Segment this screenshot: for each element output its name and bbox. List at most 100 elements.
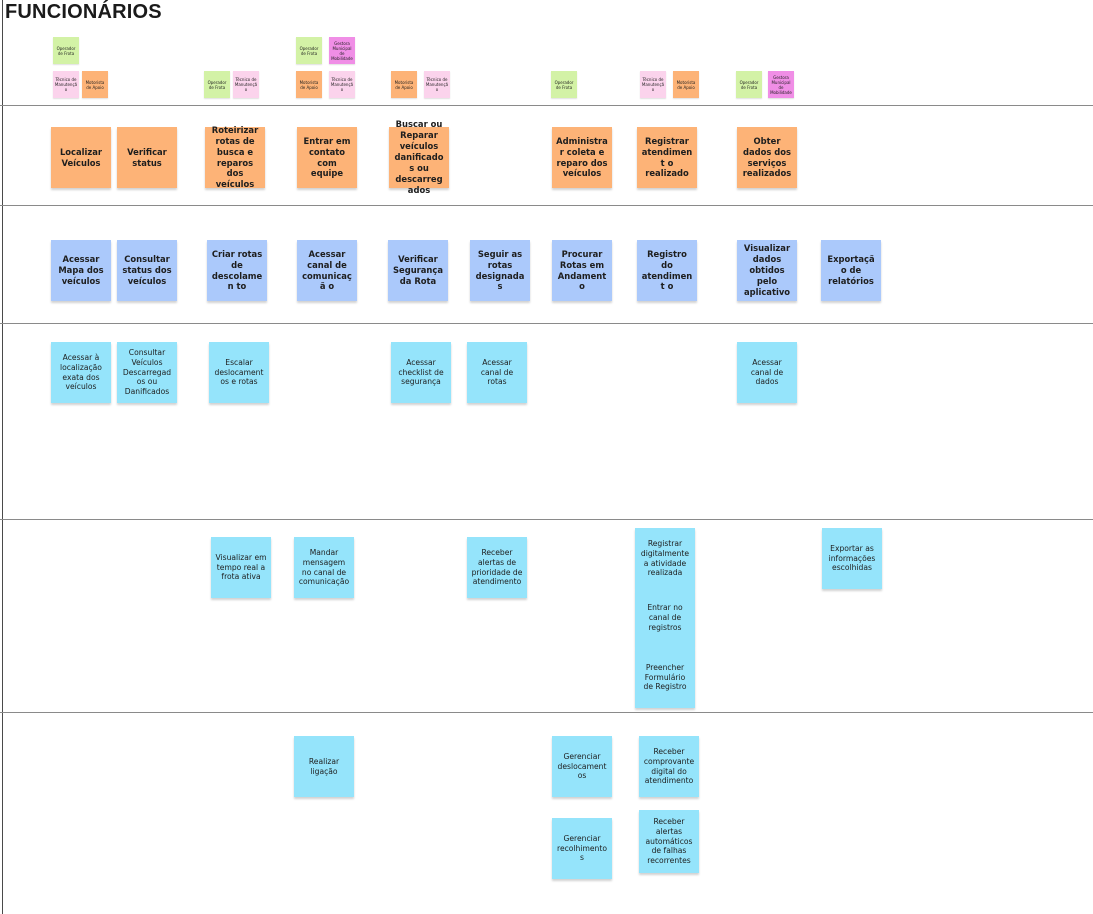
persona-tag-label: Operador de Frota [207,79,227,90]
persona-tag-label: Gestora Municipal de Mobilidade [331,40,353,61]
activity-sticky-note[interactable]: Verificar status [117,127,177,188]
activity-sticky-note[interactable]: Localizar Veículos [51,127,111,188]
story-sticky-note-label: Acessar canal de dados [750,357,784,387]
row-divider [0,712,1093,713]
activity-sticky-note-label: Obter dados dos serviços realizados [742,135,792,179]
story-sticky-note-label: Registrar digitalmente a atividade reali… [640,538,690,578]
story-sticky-note-label: Entrar no canal de registros [647,603,683,632]
activity-sticky-note-label: Verificar status [127,146,167,168]
story-sticky-note-label: Receber alertas automáticos de falhas re… [645,816,693,866]
task-sticky-note[interactable]: Seguir as rotas designadas [470,240,530,301]
task-sticky-note[interactable]: Exportação de relatórios [821,240,881,301]
story-sticky-note[interactable]: Gerenciar deslocament os [552,736,612,797]
story-sticky-note[interactable]: Acessar canal de rotas [467,342,527,403]
task-sticky-note[interactable]: Consultar status dos veículos [117,240,177,301]
task-sticky-note[interactable]: Registro do atendiment o [637,240,697,301]
persona-tag[interactable]: Técnico de Manutenção [53,71,79,98]
story-sticky-note[interactable]: Gerenciar recolhimento s [552,818,612,879]
story-sticky-note[interactable]: Realizar ligação [294,736,354,797]
task-sticky-note-label: Visualizar dados obtidos pelo aplicativo [743,243,791,297]
task-sticky-note[interactable]: Visualizar dados obtidos pelo aplicativo [737,240,797,301]
story-sticky-note[interactable]: Registrar digitalmente a atividade reali… [635,528,695,589]
story-sticky-note[interactable]: Escalar deslocament os e rotas [209,342,269,403]
persona-tag[interactable]: Técnico de Manutenção [424,71,450,98]
persona-tag-label: Técnico de Manutenção [234,77,258,92]
story-sticky-note[interactable]: Consultar Veículos Descarregados ou Dani… [117,342,177,403]
task-sticky-note[interactable]: Acessar canal de comunicaçã o [297,240,357,301]
activity-sticky-note-label: Roteirizar rotas de busca e reparos dos … [211,124,259,190]
story-sticky-note[interactable]: Acessar checklist de segurança [391,342,451,403]
story-sticky-note[interactable]: Visualizar em tempo real a frota ativa [211,537,271,598]
story-sticky-note[interactable]: Mandar mensagem no canal de comunicação [294,537,354,598]
task-sticky-note[interactable]: Verificar Segurança da Rota [388,240,448,301]
persona-tag-label: Motorista de Apoio [85,79,105,90]
persona-tag[interactable]: Operador de Frota [736,71,762,98]
story-sticky-note-label: Gerenciar deslocament os [557,751,607,781]
task-sticky-note-label: Verificar Segurança da Rota [392,254,444,286]
persona-tag-label: Técnico de Manutenção [425,77,449,92]
activity-sticky-note[interactable]: Entrar em contato com equipe [297,127,357,188]
task-sticky-note-label: Acessar canal de comunicaçã o [302,248,352,292]
story-sticky-note-label: Mandar mensagem no canal de comunicação [298,547,350,587]
task-sticky-note[interactable]: Criar rotas de descolamen to [207,240,267,301]
task-sticky-note-label: Exportação de relatórios [827,254,875,286]
activity-sticky-note[interactable]: Administrar coleta e reparo dos veículos [552,127,612,188]
story-sticky-note-label: Acessar checklist de segurança [398,357,444,387]
persona-tag[interactable]: Operador de Frota [53,37,79,64]
persona-tag[interactable]: Técnico de Manutenção [233,71,259,98]
activity-sticky-note[interactable]: Buscar ou Reparar veículos danificados o… [389,119,449,195]
task-sticky-note[interactable]: Procurar Rotas em Andamento [552,240,612,301]
story-sticky-note[interactable]: Preencher Formulário de Registro [635,647,695,708]
persona-tag-label: Motorista de Apoio [394,79,414,90]
story-sticky-note[interactable]: Exportar as informações escolhidas [822,528,882,589]
persona-tag[interactable]: Motorista de Apoio [82,71,108,98]
persona-tag[interactable]: Motorista de Apoio [391,71,417,98]
persona-tag[interactable]: Operador de Frota [551,71,577,98]
persona-tag[interactable]: Gestora Municipal de Mobilidade [329,37,355,64]
story-sticky-note[interactable]: Receber alertas automáticos de falhas re… [639,810,699,873]
story-sticky-note[interactable]: Receber comprovante digital do atendimen… [639,736,699,797]
story-sticky-note-label: Preencher Formulário de Registro [643,662,687,692]
activity-sticky-note-label: Localizar Veículos [59,146,103,168]
activity-sticky-note[interactable]: Registrar atendiment o realizado [637,127,697,188]
persona-tag-label: Operador de Frota [56,45,76,56]
activity-sticky-note[interactable]: Obter dados dos serviços realizados [737,127,797,188]
story-sticky-note-label: Receber alertas de prioridade de atendim… [471,547,523,587]
persona-tag[interactable]: Motorista de Apoio [296,71,322,98]
persona-tag-label: Motorista de Apoio [676,79,696,90]
persona-tag-label: Operador de Frota [739,79,759,90]
persona-tag[interactable]: Operador de Frota [296,37,322,64]
task-sticky-note-label: Acessar Mapa dos veículos [58,254,104,286]
persona-tag[interactable]: Gestora Municipal de Mobilidade [768,71,794,98]
activity-sticky-note-label: Buscar ou Reparar veículos danificados o… [394,119,444,195]
task-sticky-note-label: Consultar status dos veículos [122,254,172,286]
persona-tag[interactable]: Motorista de Apoio [673,71,699,98]
story-sticky-note-label: Visualizar em tempo real a frota ativa [215,552,267,582]
persona-tag-label: Técnico de Manutenção [330,77,354,92]
task-sticky-note-label: Procurar Rotas em Andamento [557,248,607,292]
story-sticky-note-label: Acessar canal de rotas [480,357,514,387]
persona-tag-label: Operador de Frota [554,79,574,90]
story-sticky-note[interactable]: Entrar no canal de registros [635,589,695,647]
activity-sticky-note[interactable]: Roteirizar rotas de busca e reparos dos … [205,124,265,190]
story-sticky-note[interactable]: Acessar à localização exata dos veículos [51,342,111,403]
row-divider [0,519,1093,520]
persona-tag[interactable]: Técnico de Manutenção [329,71,355,98]
story-sticky-note-label: Consultar Veículos Descarregados ou Dani… [122,347,172,397]
persona-tag-label: Técnico de Manutenção [641,77,665,92]
story-sticky-note[interactable]: Receber alertas de prioridade de atendim… [467,537,527,598]
story-sticky-note-label: Receber comprovante digital do atendimen… [643,746,695,786]
persona-tag[interactable]: Técnico de Manutenção [640,71,666,98]
story-sticky-note[interactable]: Acessar canal de dados [737,342,797,403]
persona-tag-label: Operador de Frota [299,45,319,56]
task-sticky-note-label: Registro do atendiment o [641,248,693,292]
persona-tag[interactable]: Operador de Frota [204,71,230,98]
story-sticky-note-label: Realizar ligação [308,756,340,776]
story-sticky-note-label: Exportar as informações escolhidas [828,543,876,573]
persona-tag-label: Motorista de Apoio [299,79,319,90]
story-sticky-note-label: Gerenciar recolhimento s [557,833,607,863]
activity-sticky-note-label: Entrar em contato com equipe [303,135,351,179]
row-divider [0,105,1093,106]
task-sticky-note[interactable]: Acessar Mapa dos veículos [51,240,111,301]
